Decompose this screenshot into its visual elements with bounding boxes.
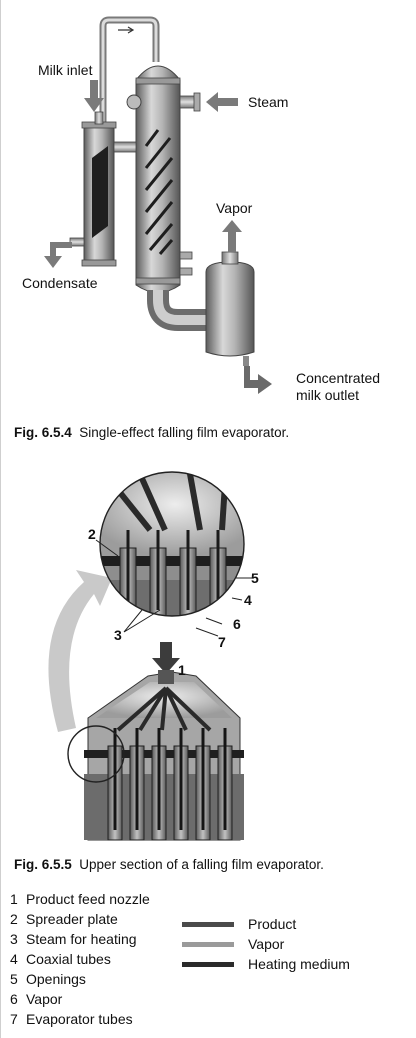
key-label-product: Product (248, 916, 297, 932)
callout-2: 2 (88, 526, 96, 542)
key-label-vapor: Vapor (248, 936, 285, 952)
vapor-swatch (182, 941, 234, 947)
steam-flange (193, 92, 201, 112)
callout-3: 3 (114, 627, 122, 643)
callout-7: 7 (218, 634, 226, 650)
label-outlet-line1: Concentrated (296, 370, 381, 386)
label-vapor: Vapor (216, 200, 253, 216)
flow-color-key: Product Vapor Heating medium (182, 914, 350, 974)
label-milk-inlet: Milk inlet (38, 62, 93, 78)
callout-1: 1 (178, 662, 186, 678)
feed-arrow-icon (152, 642, 180, 674)
column-nozzle (126, 94, 142, 110)
zoom-arrow-icon (48, 570, 112, 732)
label-condensate: Condensate (22, 275, 98, 291)
figure2-caption-number: Fig. 6.5.5 (14, 857, 72, 872)
key-row-vapor: Vapor (182, 934, 350, 954)
vapor-arrow-icon (222, 220, 242, 252)
key-row-heating: Heating medium (182, 954, 350, 974)
magnified-detail (100, 472, 244, 616)
label-steam: Steam (248, 94, 289, 110)
key-label-heating: Heating medium (248, 956, 350, 972)
figure2-caption: Fig. 6.5.5 Upper section of a falling fi… (14, 857, 324, 872)
condensate-arrow-icon (44, 242, 72, 268)
callout-5: 5 (251, 570, 259, 586)
steam-arrow-icon (206, 92, 238, 112)
separator-vessel (205, 261, 255, 357)
single-effect-evaporator-diagram (44, 16, 272, 394)
callout-6: 6 (233, 616, 241, 632)
feed-nozzle (158, 670, 174, 684)
label-outlet-line2: milk outlet (296, 387, 360, 403)
flow-arrow-icon (118, 26, 135, 34)
figure1-caption: Fig. 6.5.4 Single-effect falling film ev… (14, 425, 289, 440)
detail-circle (67, 725, 125, 783)
callout-4: 4 (244, 592, 252, 608)
falling-film-upper-section-diagram (48, 471, 252, 841)
key-row-product: Product (182, 914, 350, 934)
outlet-arrow-icon (244, 366, 272, 394)
tube-bundle (144, 129, 174, 255)
figure1-caption-text: Single-effect falling film evaporator. (79, 425, 290, 440)
main-evaporator-column (135, 65, 181, 293)
margin-rule (0, 0, 1, 1038)
figure1-caption-number: Fig. 6.5.4 (14, 425, 72, 440)
product-swatch (182, 921, 234, 927)
milk-inlet-arrow-icon (84, 80, 104, 112)
heating-medium-swatch (182, 961, 234, 967)
figure2-caption-text: Upper section of a falling film evaporat… (79, 857, 324, 872)
